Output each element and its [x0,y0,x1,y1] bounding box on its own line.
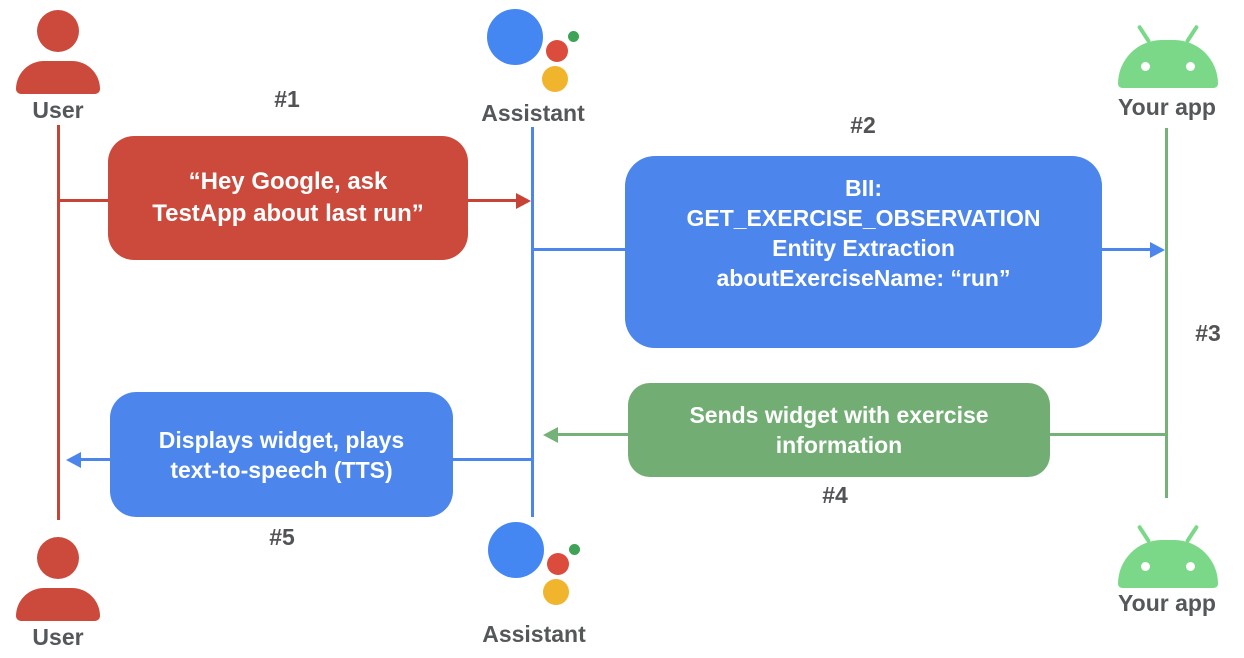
person-body [16,61,100,94]
user-icon [16,537,100,621]
android-head [1118,40,1218,88]
person-body [16,588,100,621]
step-label-1: #1 [274,86,300,112]
android-eye-left [1141,62,1150,71]
message-box-1: “Hey Google, ask TestApp about last run” [108,136,468,260]
step-label-3: #3 [1195,320,1221,346]
google-assistant-logo-icon [487,8,582,94]
app-lifeline [1165,128,1168,498]
message-box-2: BII: GET_EXERCISE_OBSERVATION Entity Ext… [625,156,1102,348]
android-robot-icon [1118,522,1218,588]
actor-label-app-bottom: Your app [1118,590,1216,616]
actor-label-assistant-top: Assistant [481,100,585,126]
user-icon [16,10,100,94]
arrow-5-head-icon [66,452,81,468]
step-label-2: #2 [850,112,876,138]
actor-label-assistant-bottom: Assistant [482,621,586,647]
message-box-5: Displays widget, plays text-to-speech (T… [110,392,453,517]
person-head [37,10,79,52]
actor-label-user-bottom: User [32,624,84,650]
person-head [37,537,79,579]
arrow-4-head-icon [543,427,558,443]
assistant-lifeline [531,127,534,517]
assistant-blue-dot [487,9,543,65]
android-antenna-right [1184,24,1200,44]
android-eye-left [1141,562,1150,571]
step-label-4: #4 [822,482,848,508]
assistant-yellow-dot [543,579,569,605]
assistant-green-dot [569,544,580,555]
android-eye-right [1186,62,1195,71]
android-robot-icon [1118,22,1218,88]
google-assistant-logo-icon [488,521,583,607]
arrow-2-head-icon [1150,242,1165,258]
step-label-5: #5 [269,524,295,550]
actor-label-user-top: User [32,97,84,123]
assistant-yellow-dot [542,66,568,92]
arrow-1-head-icon [516,193,531,209]
android-head [1118,540,1218,588]
assistant-green-dot [568,31,579,42]
assistant-blue-dot [488,522,544,578]
assistant-red-dot [547,553,569,575]
assistant-red-dot [546,40,568,62]
android-eye-right [1186,562,1195,571]
android-antenna-right [1184,524,1200,544]
actor-label-app-top: Your app [1118,94,1216,120]
message-box-4: Sends widget with exercise information [628,383,1050,477]
user-lifeline [57,125,60,520]
